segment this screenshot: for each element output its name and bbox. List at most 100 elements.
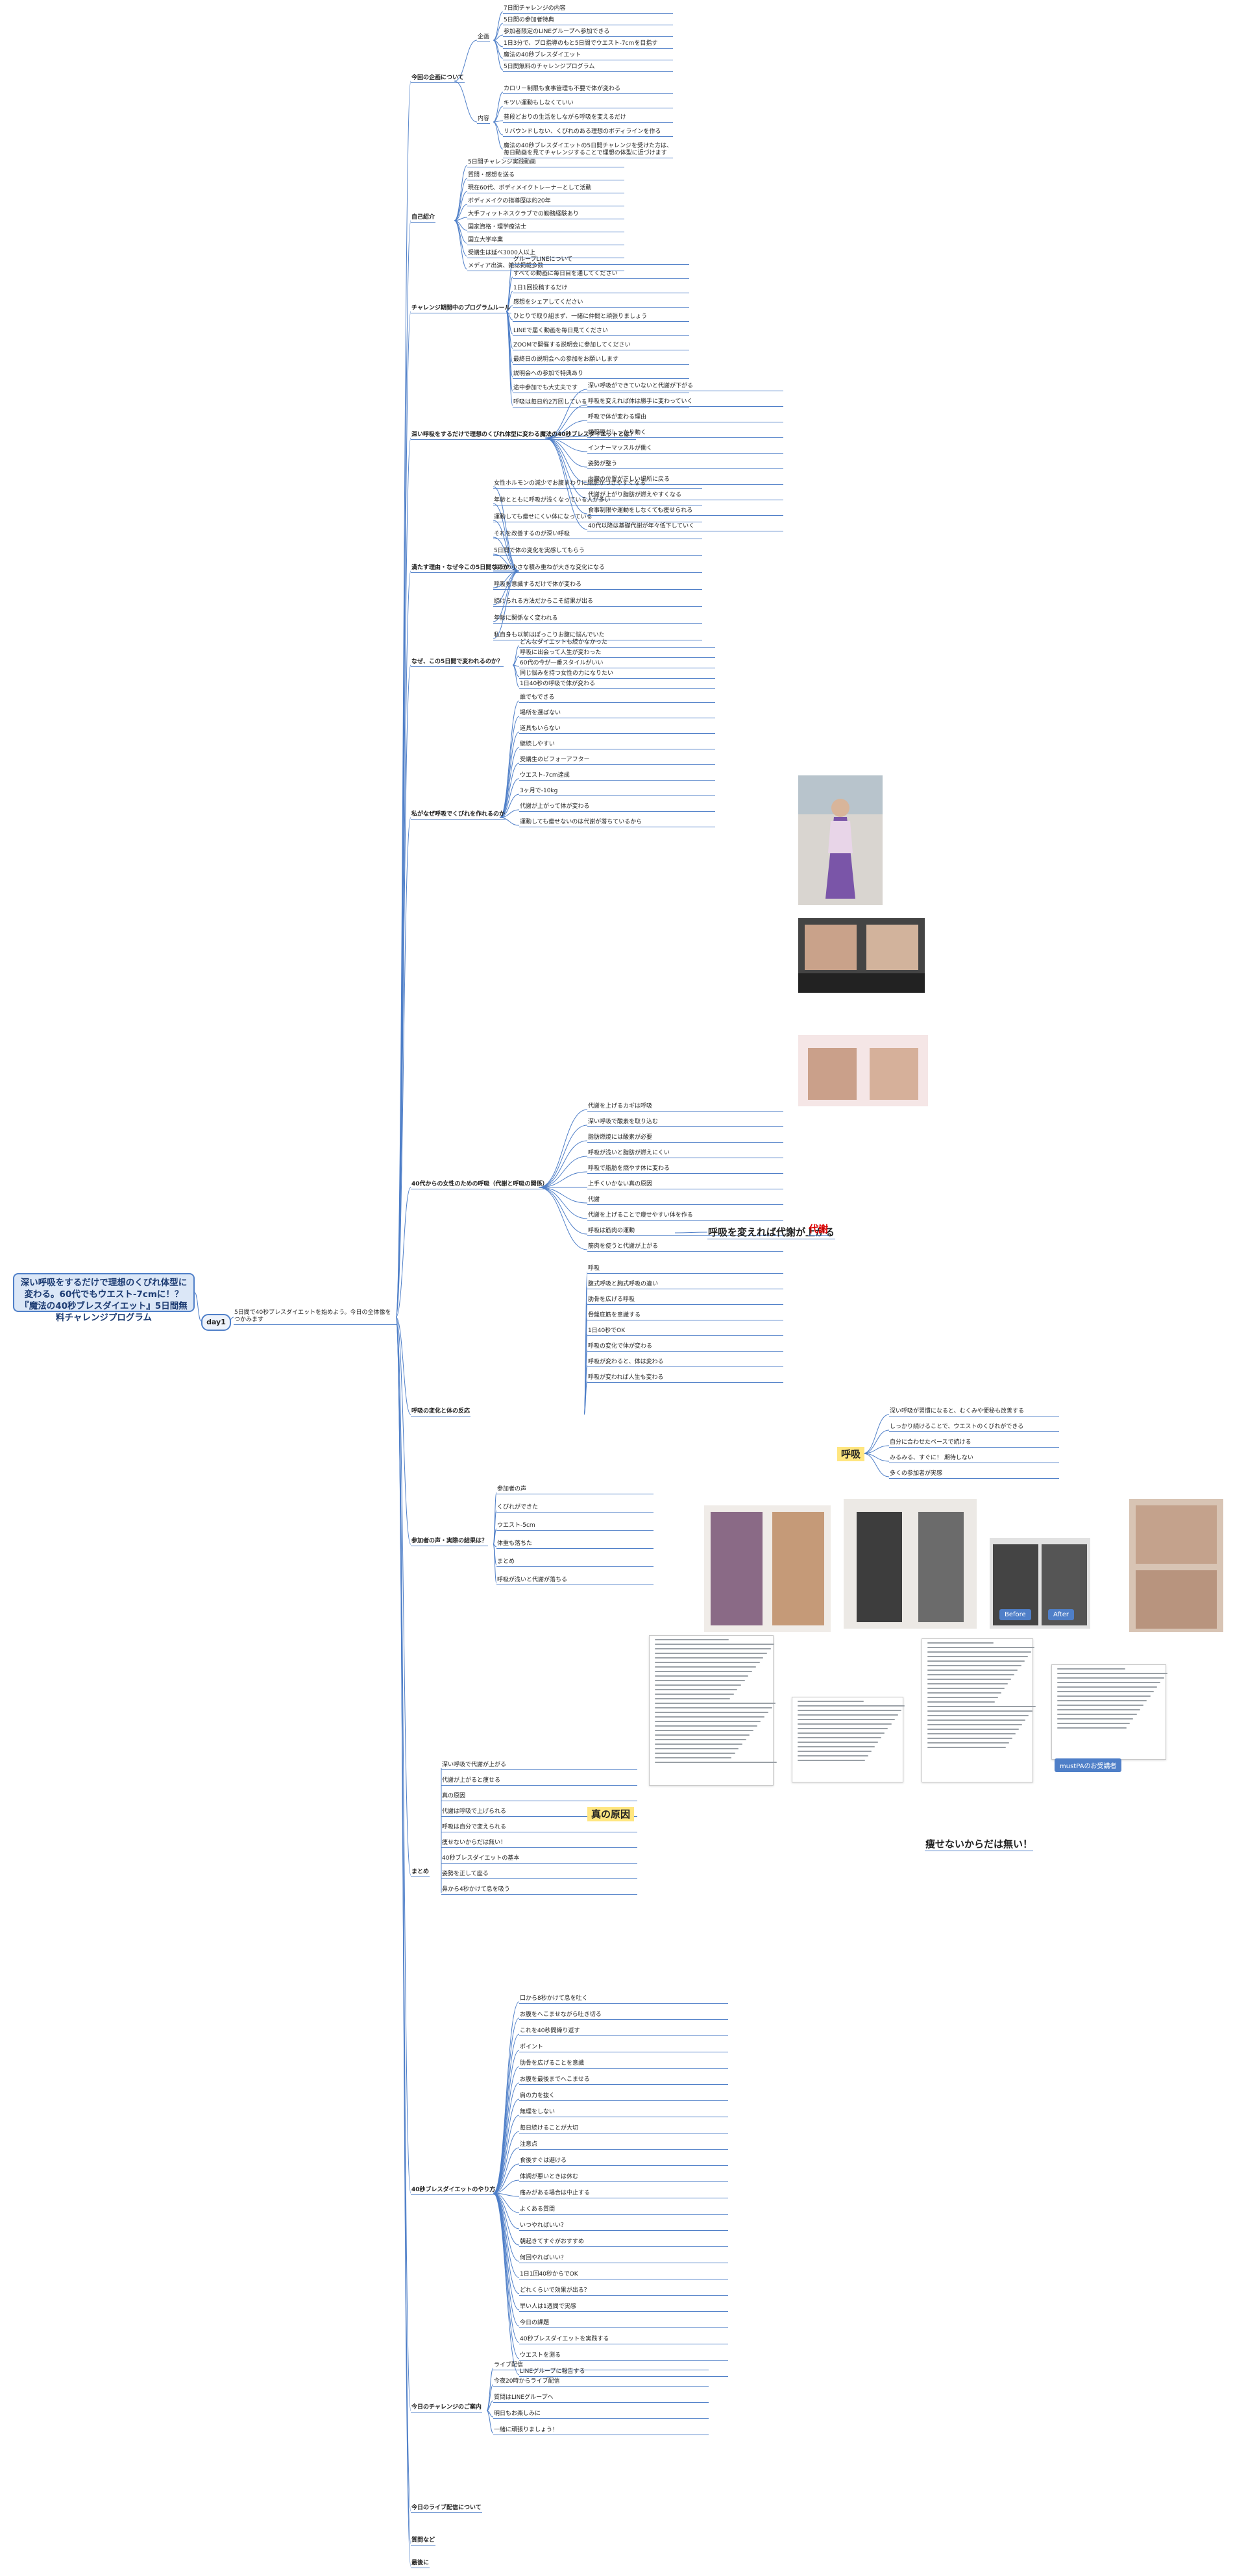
branch-item[interactable]: 深い呼吸ができていないと代謝が下がる xyxy=(587,383,783,391)
branch-item[interactable]: どんなダイエットも続かなかった xyxy=(519,639,715,648)
section-node-1[interactable]: 今回の企画について xyxy=(411,75,465,83)
branch-item[interactable]: 受講生は延べ3000人以上 xyxy=(467,250,624,258)
branch-item[interactable]: グループLINEについて xyxy=(513,256,689,265)
branch-item[interactable]: メディア出演、雑誌掲載多数 xyxy=(467,263,624,271)
branch-item[interactable]: ひとりで取り組まず、一緒に仲間と頑張りましょう xyxy=(513,313,689,322)
branch-item[interactable]: 深い呼吸で酸素を取り込む xyxy=(587,1119,783,1127)
section-node-3[interactable]: チャレンジ期間中のプログラムルール xyxy=(411,305,511,313)
branch-item[interactable]: 運動しても痩せないのは代謝が落ちているから xyxy=(519,819,715,827)
branch-item[interactable]: インナーマッスルが働く xyxy=(587,445,783,454)
branch-item[interactable]: 代謝が上がって体が変わる xyxy=(519,803,715,812)
branch-item[interactable]: 場所を選ばない xyxy=(519,710,715,718)
branch-item[interactable]: カロリー制限も食事管理も不要で体が変わる xyxy=(503,86,673,94)
branch-item[interactable]: 代謝を上げるカギは呼吸 xyxy=(587,1103,783,1112)
branch-item[interactable]: まとめ xyxy=(496,1559,654,1567)
branch-item[interactable]: これを40秒間繰り返す xyxy=(519,2028,728,2036)
section-node-10[interactable]: 参加者の声・実際の結果は？ xyxy=(411,1538,489,1546)
branch-item[interactable]: 代謝を上げることで痩せやすい体を作る xyxy=(587,1212,783,1221)
branch-item[interactable]: 女性ホルモンの減少でお腹まわりに脂肪がつきやすくなる xyxy=(493,480,702,489)
branch-item[interactable]: 早い人は1週間で実感 xyxy=(519,2303,728,2312)
branch-item[interactable]: 代謝 xyxy=(587,1197,783,1205)
branch-item[interactable]: 骨盤底筋を意識する xyxy=(587,1312,783,1320)
branch-item[interactable]: 姿勢が整う xyxy=(587,461,783,469)
branch-item[interactable]: 呼吸の変化で体が変わる xyxy=(587,1343,783,1352)
branch-item[interactable]: 誰でもできる xyxy=(519,694,715,703)
branch-item[interactable]: 年齢とともに呼吸が浅くなっている人が多い xyxy=(493,497,702,505)
branch-item[interactable]: 5日間チャレンジ実践動画 xyxy=(467,159,624,167)
branch-item[interactable]: 道具もいらない xyxy=(519,725,715,734)
section-node-2[interactable]: 自己紹介 xyxy=(411,214,436,223)
branch-item[interactable]: 継続しやすい xyxy=(519,741,715,749)
section-node-7[interactable]: 私がなぜ呼吸でくびれを作れるのか xyxy=(411,811,506,820)
keyword-breath[interactable]: 呼吸 xyxy=(837,1447,865,1461)
branch-item[interactable]: 痛みがある場合は中止する xyxy=(519,2190,728,2198)
branch-item[interactable]: 深い呼吸が習慣になると、むくみや便秘も改善する xyxy=(889,1408,1059,1416)
branch-item[interactable]: 参加者の声 xyxy=(496,1486,654,1494)
branch-item[interactable]: 5日間の参加者特典 xyxy=(503,17,673,25)
branch-item[interactable]: 多くの参加者が実感 xyxy=(889,1470,1059,1479)
branch-item[interactable]: 筋肉を使うと代謝が上がる xyxy=(587,1243,783,1252)
branch-item[interactable]: 40代以降は基礎代謝が年々低下していく xyxy=(587,523,783,531)
branch-item[interactable]: 呼吸が浅いと代謝が落ちる xyxy=(496,1577,654,1585)
section-node-11[interactable]: まとめ xyxy=(411,1869,430,1877)
branch-item[interactable]: 呼吸は毎日約2万回している xyxy=(513,399,689,407)
branch-item[interactable]: ライブ配信 xyxy=(493,2362,709,2370)
section-node-8[interactable]: 40代からの女性のための呼吸（代謝と呼吸の関係） xyxy=(411,1181,549,1189)
branch-item[interactable]: どれくらいで効果が出る？ xyxy=(519,2287,728,2296)
branch-item[interactable]: 自分に合わせたペースで続ける xyxy=(889,1439,1059,1448)
branch-item[interactable]: 国家資格・理学療法士 xyxy=(467,224,624,232)
keyword-no-body[interactable]: 痩せないからだは無い！ xyxy=(925,1838,1034,1851)
branch-item[interactable]: ウエスト-5cm xyxy=(496,1522,654,1531)
branch-item[interactable]: 普段どおりの生活をしながら呼吸を変えるだけ xyxy=(503,114,673,123)
branch-item[interactable]: お腹をへこませながら吐き切る xyxy=(519,2011,728,2020)
branch-item[interactable]: 1日1回40秒からでOK xyxy=(519,2271,728,2279)
branch-item[interactable]: 国立大学卒業 xyxy=(467,237,624,245)
branch-item[interactable]: お腹を最後までへこませる xyxy=(519,2076,728,2085)
branch-item[interactable]: LINEで届く動画を毎日見てください xyxy=(513,328,689,336)
branch-item[interactable]: 呼吸 xyxy=(587,1265,783,1274)
branch-item[interactable]: 運動しても痩せにくい体になっている xyxy=(493,514,702,522)
branch-item[interactable]: それを改善するのが深い呼吸 xyxy=(493,531,702,539)
branch-item[interactable]: ZOOMで開催する説明会に参加してください xyxy=(513,342,689,350)
branch-item[interactable]: 内臓の位置が正しい場所に戻る xyxy=(587,476,783,485)
branch-item[interactable]: 40秒ブレスダイエットを実践する xyxy=(519,2336,728,2344)
section-node-14[interactable]: 今日のライブ配信について xyxy=(411,2505,482,2513)
branch-item[interactable]: 魔法の40秒ブレスダイエットの5日間チャレンジを受けた方は、毎日動画を見てチャレ… xyxy=(503,143,673,158)
branch-item[interactable]: 60代の今が一番スタイルがいい xyxy=(519,660,715,668)
section-node-12[interactable]: 40秒ブレスダイエットのやり方 xyxy=(411,2187,496,2195)
section-node-4[interactable]: 深い呼吸をするだけで理想のくびれ体型に変わる魔法の40秒ブレスダイエットとは？ xyxy=(411,431,637,440)
branch-item[interactable]: 朝起きてすぐがおすすめ xyxy=(519,2239,728,2247)
branch-item[interactable]: 最終日の説明会への参加をお願いします xyxy=(513,356,689,365)
branch-item[interactable]: 呼吸は自分で変えられる xyxy=(441,1824,637,1832)
branch-item[interactable]: LINEグループに報告する xyxy=(519,2368,728,2377)
day1-intro-node[interactable]: 5日間で40秒ブレスダイエットを始めよう。今日の全体像をつかみます xyxy=(234,1309,397,1325)
branch-item[interactable]: 1日3分で、プロ指導のもと5日間でウエスト-7cmを目指す xyxy=(503,40,673,49)
branch-item[interactable]: 呼吸に出会って人生が変わった xyxy=(519,650,715,658)
branch-item[interactable]: 7日間チャレンジの内容 xyxy=(503,5,673,14)
branch-item[interactable]: 呼吸で体が変わる理由 xyxy=(587,414,783,422)
branch-item[interactable]: 真の原因 xyxy=(441,1793,637,1801)
branch-item[interactable]: ウエストを測る xyxy=(519,2352,728,2361)
section-node-5[interactable]: 満たす理由・なぜ今この5日間なのか xyxy=(411,565,510,573)
branch-item[interactable]: 続けられる方法だからこそ結果が出る xyxy=(493,598,702,607)
branch-item[interactable]: キツい運動もしなくていい xyxy=(503,100,673,108)
branch-item[interactable]: 一緒に頑張りましょう！ xyxy=(493,2427,709,2435)
branch-item[interactable]: 5日間で体の変化を実感してもらう xyxy=(493,548,702,556)
section-node-16[interactable]: 最後に xyxy=(411,2560,430,2568)
branch-item[interactable]: 途中参加でも大丈夫です xyxy=(513,385,689,393)
branch-item[interactable]: 肋骨を広げることを意識 xyxy=(519,2060,728,2069)
branch-kikaku[interactable]: 企画 xyxy=(477,34,491,42)
branch-item[interactable]: 呼吸で脂肪を燃やす体に変わる xyxy=(587,1165,783,1174)
branch-item[interactable]: 5日間無料のチャレンジプログラム xyxy=(503,64,673,72)
branch-item[interactable]: 今夜20時からライブ配信 xyxy=(493,2378,709,2387)
branch-item[interactable]: 姿勢を正して座る xyxy=(441,1871,637,1879)
branch-item[interactable]: ウエスト-7cm達成 xyxy=(519,772,715,781)
section-node-15[interactable]: 質問など xyxy=(411,2537,436,2546)
branch-item[interactable]: しっかり続けることで、ウエストのくびれができる xyxy=(889,1424,1059,1432)
branch-item[interactable]: 呼吸が浅いと脂肪が燃えにくい xyxy=(587,1150,783,1158)
branch-item[interactable]: 質問・感想を送る xyxy=(467,172,624,180)
branch-item[interactable]: 毎日続けることが大切 xyxy=(519,2125,728,2133)
branch-item[interactable]: 受講生のビフォーアフター xyxy=(519,757,715,765)
branch-item[interactable]: 腹式呼吸と胸式呼吸の違い xyxy=(587,1281,783,1289)
branch-item[interactable]: 注意点 xyxy=(519,2141,728,2150)
